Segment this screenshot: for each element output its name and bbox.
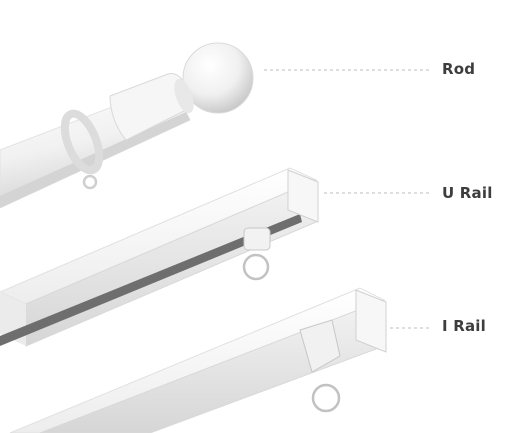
i-rail-glider (299, 319, 341, 373)
u-rail-hook-ring (242, 253, 270, 281)
i-rail-end-cap (355, 289, 387, 353)
rod-finial-neck (174, 78, 194, 114)
rod-ring (60, 109, 104, 175)
rod-finial-ball (182, 42, 254, 114)
u-rail-slot (0, 214, 302, 346)
u-rail (0, 167, 319, 347)
u-rail-glider (243, 227, 271, 251)
rod-ring-hook (82, 174, 98, 190)
i-rail-hook-ring (311, 383, 341, 413)
curtain-rod (0, 42, 254, 209)
i-rail (9, 287, 387, 433)
rod-label: Rod (442, 60, 476, 78)
u-rail-end-cap (287, 169, 319, 223)
u-rail-label: U Rail (442, 184, 493, 202)
i-rail-label: I Rail (442, 317, 486, 335)
